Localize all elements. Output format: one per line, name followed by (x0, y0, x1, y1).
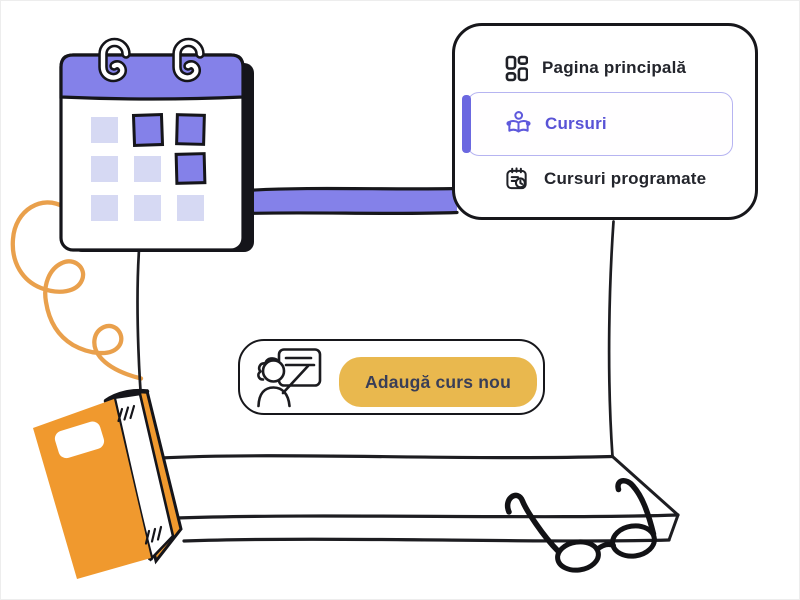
calendar-clock-icon (505, 166, 530, 192)
calendar-header (59, 53, 245, 101)
book-illustration (33, 388, 183, 579)
squiggle-illustration (10, 200, 144, 381)
menu-item-label: Pagina principală (542, 58, 687, 77)
calendar-illustration (59, 37, 254, 252)
menu-item-pagina-principala[interactable]: Pagina principală (467, 46, 743, 90)
glasses-illustration (504, 478, 657, 573)
dashboard-icon (505, 55, 528, 82)
menu-item-label: Cursuri (545, 113, 607, 133)
active-accent-bar (461, 94, 471, 153)
connector-bar (244, 186, 459, 216)
menu-card: Pagina principală Cursuri (452, 23, 758, 220)
action-card: Adaugă curs nou (238, 339, 545, 415)
calendar-grid-highlight (131, 112, 207, 185)
menu-item-cursuri[interactable]: Cursuri (461, 91, 733, 156)
calendar-grid-light (91, 117, 204, 221)
laptop-illustration (136, 220, 680, 543)
menu-item-cursuri-programate[interactable]: Cursuri programate (467, 157, 743, 201)
person-reading-icon (506, 111, 531, 136)
book-label (54, 421, 105, 459)
add-course-button[interactable]: Adaugă curs nou (339, 357, 537, 407)
binder-ring-icon (98, 37, 205, 83)
teacher-presenting-icon (252, 347, 326, 414)
book-page-hatches (117, 404, 163, 545)
menu-item-label: Cursuri programate (544, 169, 707, 188)
